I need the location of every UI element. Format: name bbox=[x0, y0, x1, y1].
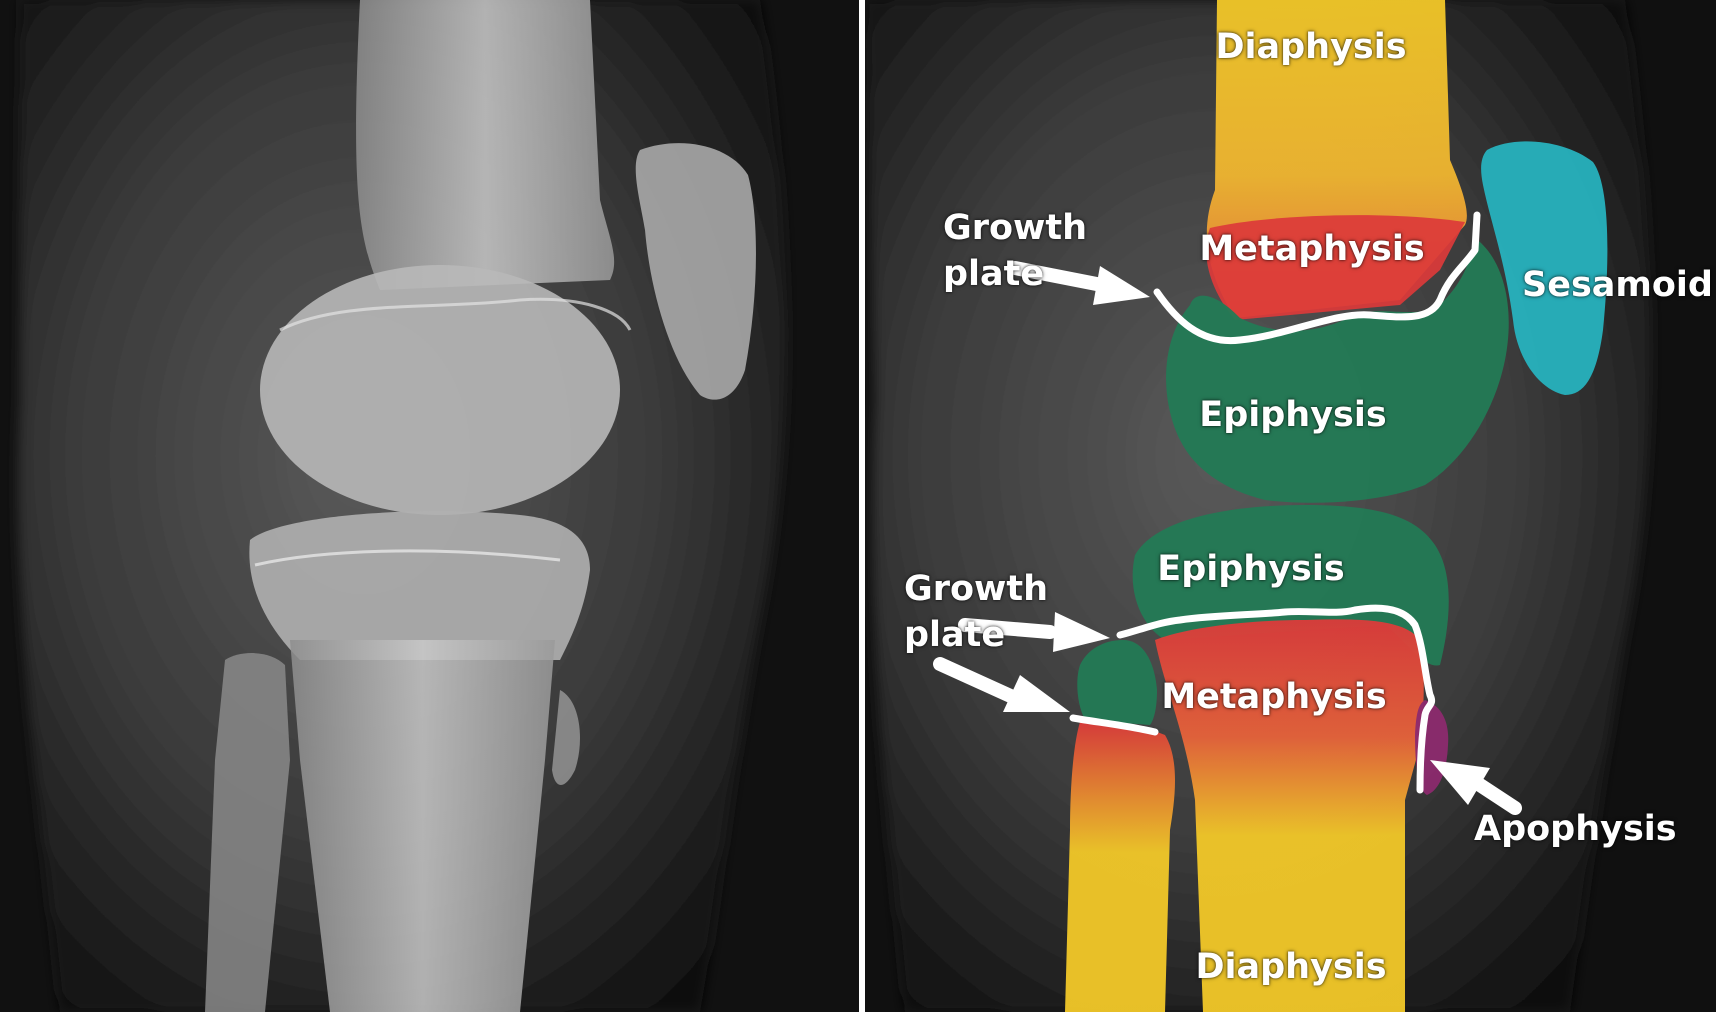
label-femur-metaphysis: Metaphysis bbox=[1199, 232, 1424, 267]
label-femur-epiphysis: Epiphysis bbox=[1199, 398, 1386, 433]
label-apophysis: Apophysis bbox=[1474, 812, 1677, 847]
label-femur-growth-plate: Growth plate bbox=[943, 205, 1087, 297]
fibula-metaphysis-region bbox=[1065, 722, 1175, 1012]
label-sesamoid: Sesamoid bbox=[1522, 268, 1713, 303]
label-tibia-epiphysis: Epiphysis bbox=[1157, 552, 1344, 587]
fibula-epiphysis-region bbox=[1077, 640, 1157, 725]
label-tibia-growth-plate: Growth plate bbox=[904, 566, 1048, 658]
tibia-shaft bbox=[290, 640, 555, 1012]
femur-shaft bbox=[356, 0, 614, 290]
label-tibia-metaphysis: Metaphysis bbox=[1161, 680, 1386, 715]
label-tibia-diaphysis: Diaphysis bbox=[1195, 950, 1386, 985]
annotated-xray-panel: Diaphysis Metaphysis Growth plate Sesamo… bbox=[865, 0, 1716, 1012]
plain-xray-panel bbox=[0, 0, 859, 1012]
femoral-condyle bbox=[260, 265, 620, 515]
plain-knee-xray bbox=[0, 0, 859, 1012]
label-femur-diaphysis: Diaphysis bbox=[1215, 30, 1406, 65]
tibial-plateau bbox=[249, 511, 590, 660]
annotated-knee-xray bbox=[865, 0, 1716, 1012]
